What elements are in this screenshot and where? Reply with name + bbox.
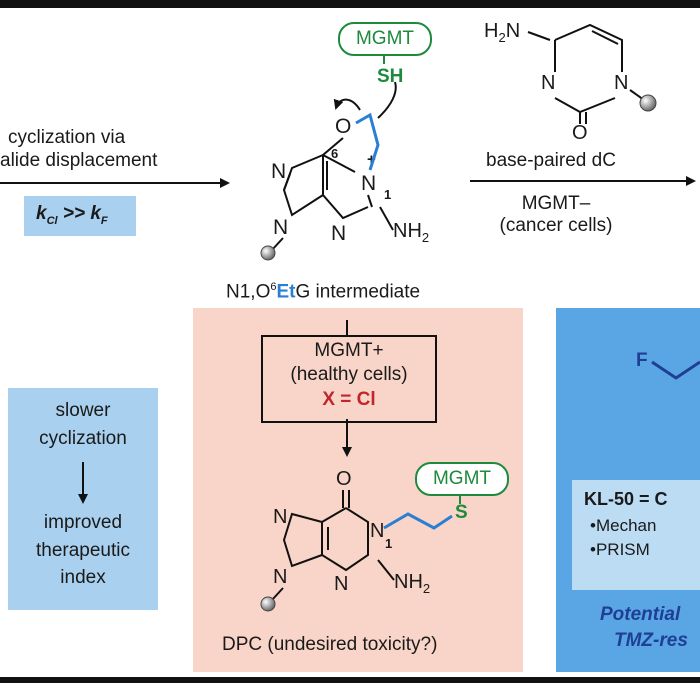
intermediate-nh2: NH2 bbox=[393, 220, 429, 245]
left-panel-line1: slower bbox=[55, 400, 111, 421]
rate-sub-cl: Cl bbox=[46, 214, 58, 227]
cytosine-atom-n1: N bbox=[614, 72, 629, 94]
dpc-atom-n7: N bbox=[273, 506, 288, 528]
mgmt-capsule-top: MGMT bbox=[338, 22, 432, 56]
intermediate-sugar-ball bbox=[260, 245, 276, 261]
mgmt-plus-condition-box bbox=[261, 335, 437, 423]
bottom-border bbox=[0, 677, 700, 683]
kl50-label: KL-50 = C bbox=[584, 489, 668, 509]
dpc-atom-n1: N bbox=[370, 520, 385, 542]
intermediate-plus: + bbox=[367, 151, 376, 168]
rate-sub-f: F bbox=[100, 214, 108, 227]
rate-operator: >> bbox=[57, 203, 91, 224]
top-border bbox=[0, 0, 700, 8]
kl50-fragment-bond bbox=[651, 360, 700, 380]
h2n-h: H bbox=[484, 20, 499, 42]
cytosine-sugar-ball bbox=[639, 94, 657, 112]
caption-post: G intermediate bbox=[295, 281, 421, 303]
rate-comparison: kCl >> kF bbox=[36, 203, 108, 227]
intermediate-pos-1: 1 bbox=[384, 187, 392, 202]
caption-sup: 6 bbox=[270, 281, 277, 293]
dpc-pos-1: 1 bbox=[385, 536, 393, 551]
condition-cancer-cells: (cancer cells) bbox=[499, 215, 613, 236]
intermediate-nh: NH bbox=[393, 220, 422, 242]
kl50-info-box bbox=[572, 480, 700, 590]
left-panel-line4: therapeutic bbox=[35, 540, 130, 561]
ring-opening-arrow bbox=[333, 98, 361, 111]
healthy-cells-label: (healthy cells) bbox=[290, 364, 408, 385]
base-paired-dc-label: base-paired dC bbox=[486, 150, 616, 171]
dpc-atom-n9: N bbox=[273, 566, 288, 588]
dpc-purine-bonds bbox=[271, 490, 395, 601]
x-equals-cl-label: X = Cl bbox=[322, 389, 376, 410]
dpc-atom-o: O bbox=[336, 468, 352, 490]
dpc-caption: DPC (undesired toxicity?) bbox=[222, 634, 438, 655]
cytosine-h2n: H2N bbox=[484, 20, 520, 45]
cyclization-text-line1: cyclization via bbox=[8, 127, 126, 148]
intermediate-atom-n7: N bbox=[271, 160, 287, 183]
dpc-atom-n3: N bbox=[334, 573, 349, 595]
rate-k-f: k bbox=[90, 203, 101, 224]
dpc-sugar-ball bbox=[260, 596, 276, 612]
cytosine-atom-o: O bbox=[572, 122, 588, 144]
dpc-nh2-sub: 2 bbox=[422, 581, 431, 596]
intermediate-caption: N1,O6EtG intermediate bbox=[226, 281, 420, 303]
mgmt-plus-label: MGMT+ bbox=[314, 340, 384, 361]
kl50-bullet-prism: •PRISM bbox=[590, 540, 650, 559]
rate-k-cl: k bbox=[36, 203, 47, 224]
cytosine-atom-n3: N bbox=[541, 72, 556, 94]
dpc-nh: NH bbox=[394, 571, 423, 593]
intermediate-nh2-sub: 2 bbox=[421, 230, 430, 245]
cytosine-bonds bbox=[527, 23, 645, 124]
fluoro-label: F bbox=[636, 350, 648, 371]
intermediate-atom-n3: N bbox=[331, 222, 347, 245]
left-panel-line5: index bbox=[60, 567, 106, 588]
condition-mgmt-minus: MGMT– bbox=[521, 193, 591, 214]
left-panel-line2: cyclization bbox=[39, 428, 127, 449]
rate-comparison-box bbox=[24, 196, 136, 236]
ethyl-bridge-bond bbox=[355, 112, 380, 171]
intermediate-atom-n9: N bbox=[273, 216, 289, 239]
s-label: S bbox=[455, 502, 468, 523]
mgmt-capsule-bottom: MGMT bbox=[415, 462, 509, 496]
caption-pre: N1,O bbox=[226, 281, 271, 303]
intermediate-atom-n1: N bbox=[361, 172, 377, 195]
intermediate-purine-bonds bbox=[271, 137, 394, 251]
intermediate-atom-o: O bbox=[335, 115, 352, 138]
h2n-sub: 2 bbox=[498, 30, 506, 45]
sh-label: SH bbox=[377, 66, 404, 87]
intermediate-pos-6: 6 bbox=[331, 146, 339, 161]
left-panel-line3: improved bbox=[43, 512, 123, 533]
dpc-nh2: NH2 bbox=[394, 571, 430, 596]
dpc-ethyl-linker bbox=[383, 512, 453, 530]
kl50-bullet-mechanism: •Mechan bbox=[590, 516, 657, 535]
cyclization-text-line2: alide displacement bbox=[0, 150, 158, 171]
tmz-resistant-label: TMZ-res bbox=[614, 630, 688, 651]
potential-label: Potential bbox=[600, 604, 681, 625]
sh-attack-arrow bbox=[377, 81, 397, 119]
caption-et: Et bbox=[276, 281, 296, 303]
h2n-n: N bbox=[505, 20, 521, 42]
